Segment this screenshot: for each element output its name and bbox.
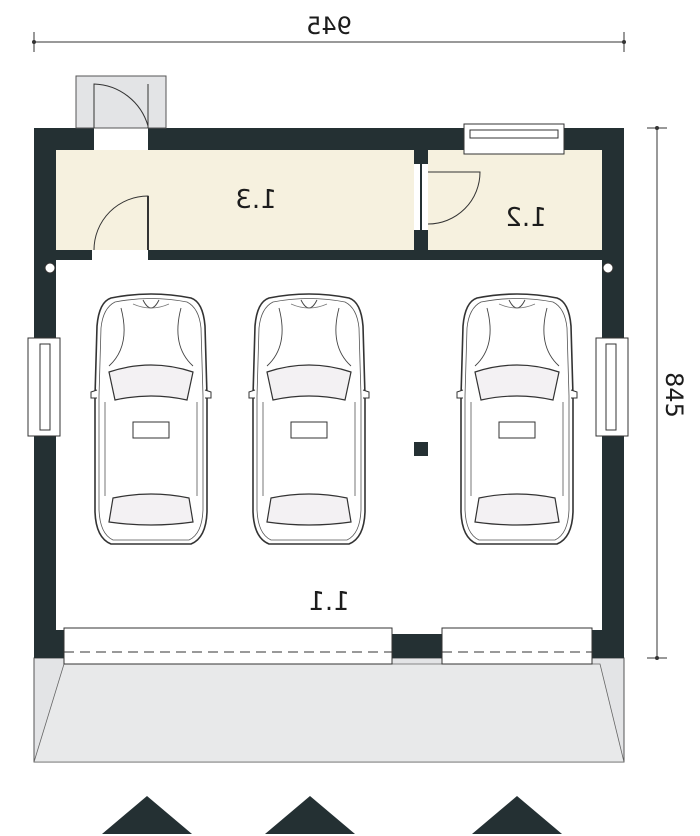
storage-door xyxy=(93,195,149,251)
storage-floor xyxy=(56,150,414,250)
top-window xyxy=(463,123,565,155)
car-2 xyxy=(248,293,370,545)
right-window xyxy=(595,337,629,437)
entrance-arrow-icon xyxy=(102,796,192,834)
depth-value: 845 xyxy=(660,372,688,418)
room-label-utility: 1.2 xyxy=(505,203,546,233)
garage-door-right xyxy=(441,627,593,665)
room-label-storage: 1.3 xyxy=(235,185,276,215)
left-window xyxy=(27,337,61,437)
room-label-garage: 1.1 xyxy=(308,587,349,617)
walls xyxy=(34,128,624,658)
utility-door xyxy=(427,171,481,225)
car-3 xyxy=(456,293,578,545)
width-value: 945 xyxy=(306,12,352,40)
entrance-arrow-icon xyxy=(472,796,562,834)
entrance-arrows xyxy=(102,796,562,834)
entrance-arrow-icon xyxy=(265,796,355,834)
car-1 xyxy=(90,293,212,545)
entry-stoop xyxy=(75,75,167,129)
depth-dimension: 845 xyxy=(647,126,688,660)
width-dimension: 945 xyxy=(32,12,626,52)
column xyxy=(414,442,428,456)
utility-floor xyxy=(428,150,602,250)
driveway-bevel xyxy=(33,663,625,763)
garage-door-left xyxy=(63,627,393,665)
